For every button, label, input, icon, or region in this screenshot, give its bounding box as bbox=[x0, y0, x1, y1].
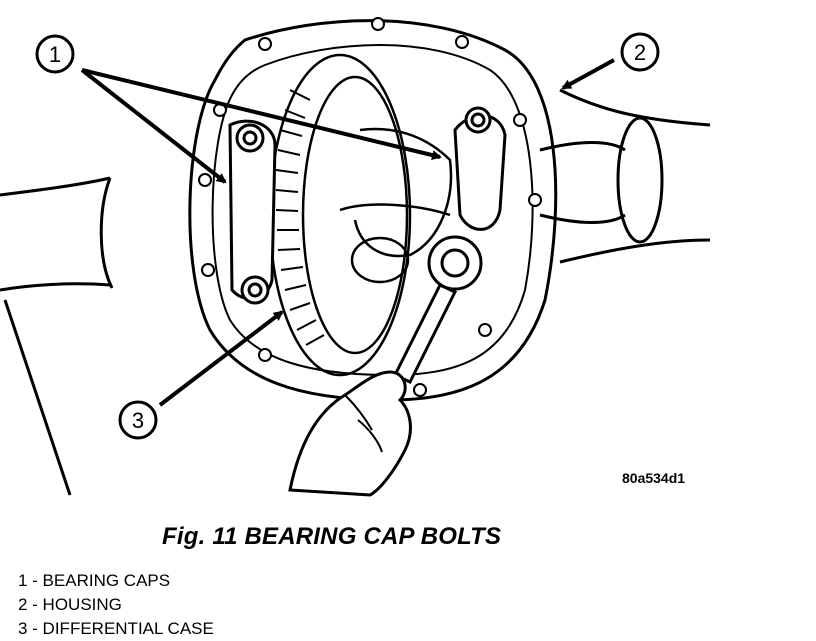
differential-illustration: 1 2 3 bbox=[0, 17, 711, 497]
figure-code: 80a534d1 bbox=[622, 470, 686, 486]
legend-item: 3 - DIFFERENTIAL CASE bbox=[18, 619, 214, 638]
axle-tube-left bbox=[0, 176, 114, 496]
callout-2: 2 bbox=[561, 32, 660, 90]
callout-3-number: 3 bbox=[132, 408, 144, 433]
axle-tube-right bbox=[539, 88, 711, 264]
legend: 1 - BEARING CAPS 2 - HOUSING 3 - DIFFERE… bbox=[18, 569, 214, 641]
callout-1: 1 bbox=[35, 34, 442, 184]
callout-2-number: 2 bbox=[634, 40, 646, 65]
bearing-cap-left bbox=[228, 119, 277, 305]
ring-gear bbox=[268, 53, 412, 377]
figure-caption: Fig. 11 BEARING CAP BOLTS bbox=[162, 523, 502, 550]
housing-bolts bbox=[198, 17, 542, 397]
callout-3: 3 bbox=[118, 310, 284, 440]
legend-item: 2 - HOUSING bbox=[18, 595, 122, 614]
legend-item: 1 - BEARING CAPS bbox=[18, 571, 171, 590]
wrench bbox=[392, 235, 483, 384]
callout-1-number: 1 bbox=[49, 42, 61, 67]
differential-case bbox=[339, 127, 453, 284]
bearing-cap-right bbox=[453, 106, 507, 231]
hand bbox=[288, 370, 412, 497]
